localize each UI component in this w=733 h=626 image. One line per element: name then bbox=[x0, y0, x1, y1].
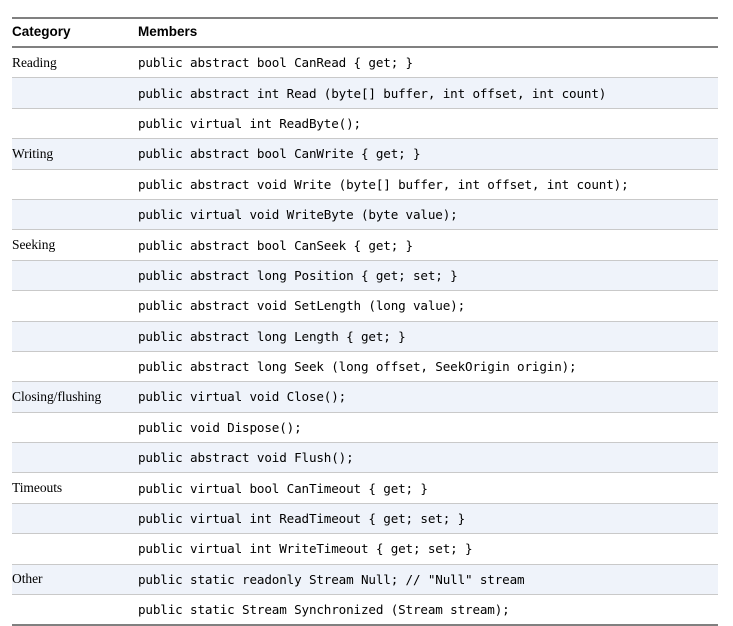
cell-category bbox=[12, 351, 131, 381]
cell-members: public virtual int ReadByte(); bbox=[138, 115, 361, 131]
cell-members: public abstract void Flush(); bbox=[131, 442, 718, 473]
cell-category bbox=[12, 321, 131, 352]
cell-members: public abstract long Length { get; } bbox=[131, 321, 718, 352]
table-row: public virtual void WriteByte (byte valu… bbox=[12, 199, 718, 230]
table-body: Reading public abstract bool CanRead { ge… bbox=[12, 47, 718, 626]
cell-members: public abstract void SetLength (long val… bbox=[138, 298, 466, 314]
cell-category bbox=[12, 291, 131, 321]
stream-members-table: Category Members Reading public abstract … bbox=[12, 17, 718, 626]
cell-category: Writing bbox=[12, 138, 131, 170]
cell-category: Reading bbox=[12, 54, 57, 70]
cell-category: Other bbox=[12, 564, 131, 595]
cell-members: public virtual int ReadTimeout { get; se… bbox=[131, 503, 718, 534]
cell-members: public virtual void WriteByte (byte valu… bbox=[131, 199, 718, 230]
cell-category bbox=[12, 595, 131, 626]
table-row: public virtual int ReadByte(); bbox=[12, 108, 718, 139]
table-row: public abstract void Flush(); bbox=[12, 442, 718, 473]
cell-category: Seeking bbox=[12, 237, 56, 253]
column-header-category: Category bbox=[12, 18, 131, 47]
table-header-row: Category Members bbox=[12, 18, 718, 47]
cell-category bbox=[12, 412, 131, 442]
cell-category bbox=[12, 534, 131, 564]
table-row: public abstract long Length { get; } bbox=[12, 321, 718, 352]
column-header-members: Members bbox=[131, 18, 718, 47]
table-header: Category Members bbox=[12, 18, 718, 47]
cell-category: Closing/flushing bbox=[12, 381, 131, 413]
cell-category bbox=[12, 442, 131, 473]
table-row: public void Dispose(); bbox=[12, 412, 718, 443]
cell-members: public void Dispose(); bbox=[138, 419, 302, 435]
table-row: public abstract long Position { get; set… bbox=[12, 260, 718, 291]
cell-members: public abstract bool CanRead { get; } bbox=[138, 55, 413, 71]
cell-members: public abstract void Write (byte[] buffe… bbox=[138, 176, 629, 192]
cell-members: public abstract int Read (byte[] buffer,… bbox=[131, 77, 718, 109]
table-row: public static Stream Synchronized (Strea… bbox=[12, 595, 718, 626]
cell-members: public abstract bool CanWrite { get; } bbox=[131, 138, 718, 170]
cell-category bbox=[12, 260, 131, 291]
table-row: public virtual int ReadTimeout { get; se… bbox=[12, 503, 718, 534]
cell-category bbox=[12, 503, 131, 534]
cell-members: public static readonly Stream Null; // "… bbox=[131, 564, 718, 595]
cell-category bbox=[12, 199, 131, 230]
table-row: Seeking public abstract bool CanSeek { ge… bbox=[12, 230, 718, 261]
table-row: public virtual int WriteTimeout { get; s… bbox=[12, 534, 718, 565]
table-row: public abstract void Write (byte[] buffe… bbox=[12, 169, 718, 200]
table-row: Timeouts public virtual bool CanTimeout {… bbox=[12, 473, 718, 504]
cell-category: Timeouts bbox=[12, 480, 63, 496]
table-row: public abstract int Read (byte[] buffer,… bbox=[12, 77, 718, 109]
members-table-container: Category Members Reading public abstract … bbox=[12, 17, 718, 626]
cell-members: public abstract bool CanSeek { get; } bbox=[138, 237, 413, 253]
cell-members: public virtual void Close(); bbox=[131, 381, 718, 413]
cell-members: public abstract long Position { get; set… bbox=[131, 260, 718, 291]
cell-category bbox=[12, 77, 131, 109]
cell-category bbox=[12, 169, 131, 199]
table-row: public abstract void SetLength (long val… bbox=[12, 291, 718, 322]
table-row: public abstract long Seek (long offset, … bbox=[12, 351, 718, 382]
cell-category bbox=[12, 108, 131, 138]
cell-members: public virtual int WriteTimeout { get; s… bbox=[138, 541, 473, 557]
table-row: Reading public abstract bool CanRead { ge… bbox=[12, 47, 718, 78]
cell-members: public abstract long Seek (long offset, … bbox=[138, 359, 577, 375]
cell-members: public static Stream Synchronized (Strea… bbox=[138, 602, 510, 618]
cell-members: public virtual bool CanTimeout { get; } bbox=[138, 480, 428, 496]
